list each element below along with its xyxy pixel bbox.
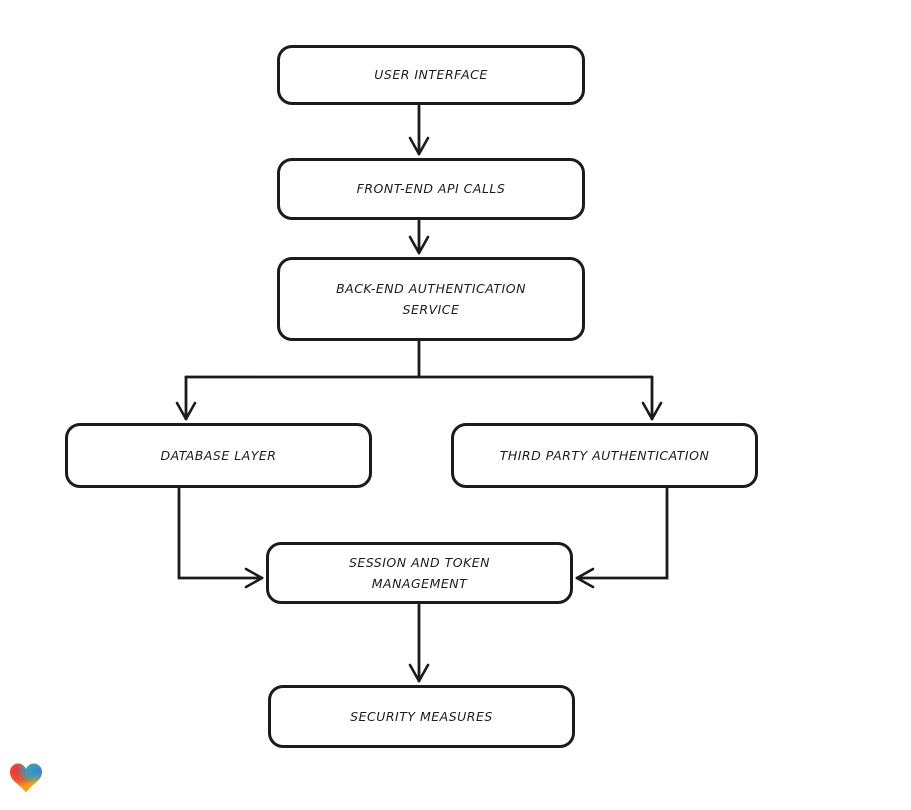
node-third-party-authentication: THIRD PARTY AUTHENTICATION <box>451 423 758 488</box>
node-back-end-authentication-service: BACK-END AUTHENTICATION SERVICE <box>277 257 585 341</box>
heart-logo-icon <box>10 763 42 793</box>
node-label-session-and-token-management: SESSION AND TOKEN MANAGEMENT <box>348 554 491 591</box>
heart-shape <box>10 763 42 793</box>
node-label-user-interface: USER INTERFACE <box>374 67 488 83</box>
node-label-third-party-authentication: THIRD PARTY AUTHENTICATION <box>499 447 710 463</box>
node-label-security-measures: SECURITY MEASURES <box>350 708 493 724</box>
node-label-front-end-api-calls: FRONT-END API CALLS <box>356 181 506 197</box>
node-database-layer: DATABASE LAYER <box>65 423 372 488</box>
edge-third-party-authentication-to-session-and-token-management <box>575 487 669 589</box>
node-label-database-layer: DATABASE LAYER <box>160 447 277 463</box>
node-label-back-end-authentication-service: BACK-END AUTHENTICATION SERVICE <box>336 280 526 317</box>
node-security-measures: SECURITY MEASURES <box>268 685 575 748</box>
node-session-and-token-management: SESSION AND TOKEN MANAGEMENT <box>266 542 573 604</box>
node-user-interface: USER INTERFACE <box>277 45 585 105</box>
node-front-end-api-calls: FRONT-END API CALLS <box>277 158 585 220</box>
edge-database-layer-to-session-and-token-management <box>177 487 264 589</box>
